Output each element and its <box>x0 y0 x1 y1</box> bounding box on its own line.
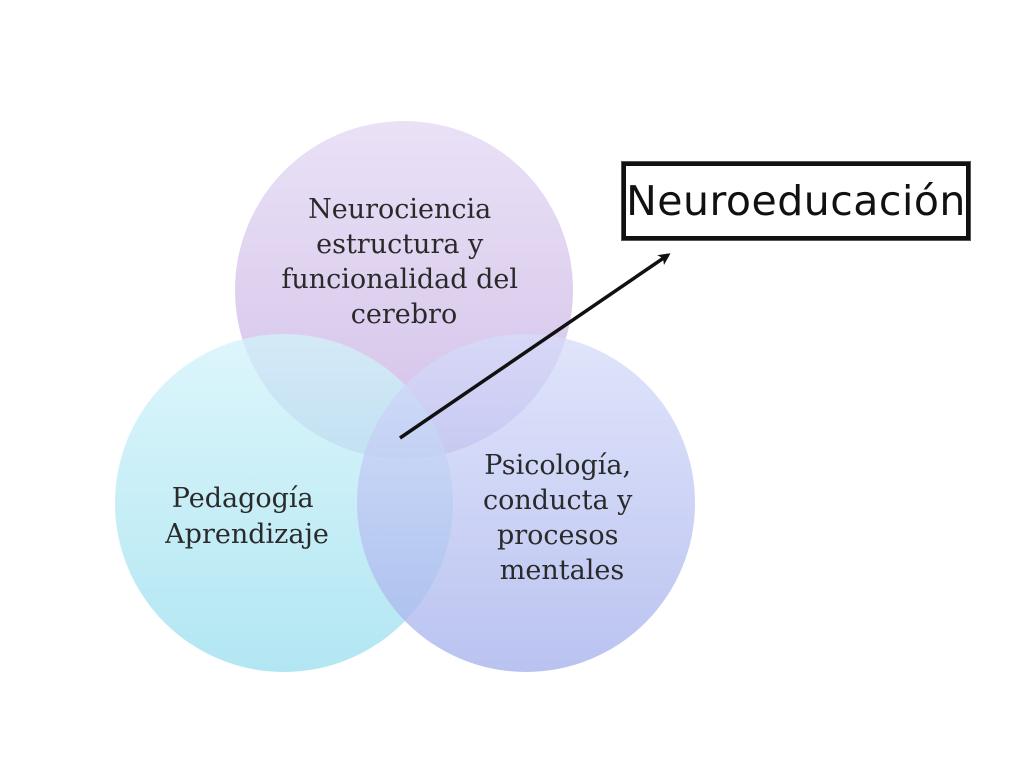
label-neurociencia: Neurociencia estructura y funcionalidad … <box>281 194 526 330</box>
neuroeducacion-box: Neuroeducación <box>622 162 970 240</box>
pointer-arrow <box>399 253 671 440</box>
circle-pedagogia <box>115 334 453 672</box>
circle-psicologia <box>357 334 695 672</box>
label-psicologia: Psicología, conducta y procesos mentales <box>483 450 641 586</box>
label-pedagogia: Pedagogía Aprendizaje <box>164 483 329 550</box>
neuroeducacion-label: Neuroeducación <box>626 177 966 225</box>
